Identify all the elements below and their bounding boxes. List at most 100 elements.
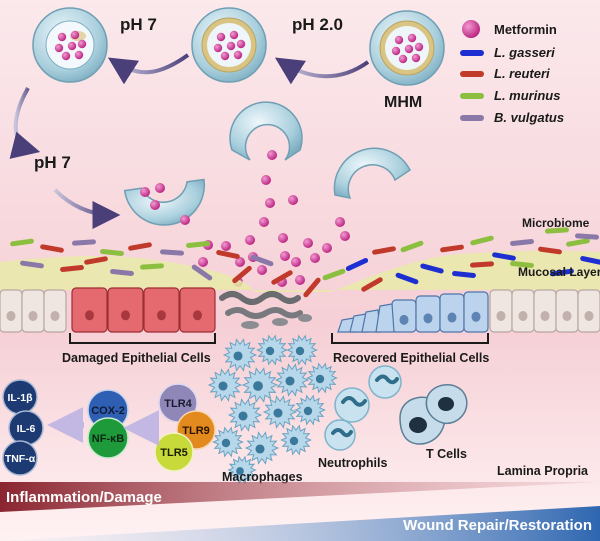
metformin-dot — [278, 233, 288, 243]
bacteria-rod — [575, 233, 599, 240]
metformin-dot — [288, 195, 298, 205]
macrophage — [241, 367, 279, 403]
metformin-dot — [180, 215, 190, 225]
tlr9-label: TLR9 — [182, 425, 210, 437]
metformin-dot — [198, 257, 208, 267]
epithelial-cell — [0, 289, 23, 333]
macrophage — [212, 426, 244, 458]
metformin-dot — [233, 50, 243, 60]
bacteria-rod — [361, 277, 383, 292]
metformin-dot — [221, 241, 231, 251]
microbiome-label: Microbiome — [522, 216, 590, 230]
metformin-dot — [340, 231, 350, 241]
bacteria-rod — [510, 239, 534, 246]
bacteria-rod — [372, 246, 396, 255]
metformin-dot — [303, 238, 313, 248]
inflammation-label: Inflammation/Damage — [6, 489, 162, 506]
epithelial-cell — [391, 299, 417, 333]
bacteria-rod — [128, 242, 152, 251]
arrow-ph7-down — [9, 87, 41, 159]
bacteria-rod — [60, 265, 84, 272]
macrophage — [286, 334, 318, 366]
macrophage — [294, 394, 326, 426]
epithelial-cell — [143, 287, 180, 333]
mucosal-layer — [0, 250, 600, 292]
macrophage — [227, 398, 263, 432]
metformin-dot — [74, 50, 84, 60]
macrophage — [274, 363, 310, 397]
metformin-dot — [216, 32, 226, 42]
metformin-dot — [335, 217, 345, 227]
metformin-dot — [229, 30, 239, 40]
inflammation-banner — [0, 482, 600, 512]
l-reuteri-rod-icon — [460, 71, 484, 77]
metformin-dot — [226, 41, 236, 51]
metformin-dot — [150, 200, 160, 210]
bacteria-rod — [100, 249, 124, 256]
metformin-dot — [245, 235, 255, 245]
epithelial-cell — [489, 289, 513, 333]
macrophage — [256, 334, 288, 366]
macrophage — [244, 431, 280, 465]
arrow-ph2-to-ph7 — [107, 53, 190, 85]
metformin-dot — [391, 46, 401, 56]
bacteria-rod — [40, 244, 64, 253]
epithelial-cell — [577, 289, 600, 333]
legend-metformin: Metformin — [494, 22, 557, 37]
metformin-dot — [398, 54, 408, 64]
metformin-dot — [261, 175, 271, 185]
epithelial-cell — [179, 287, 216, 333]
bacteria-rod — [20, 260, 44, 269]
tlr5-label: TLR5 — [160, 447, 188, 459]
metformin-dot — [414, 42, 424, 52]
metformin-dot — [57, 32, 67, 42]
legend-l-reuteri: L. reuteri — [494, 66, 550, 81]
metformin-dot — [259, 217, 269, 227]
bacteria-rod — [440, 244, 464, 253]
epithelial-cell — [21, 289, 45, 333]
metformin-dot — [77, 39, 87, 49]
lamina-propria-label: Lamina Propria — [497, 464, 589, 478]
ph7-left-label: pH 7 — [120, 15, 157, 34]
b-vulgatus-rod-icon — [460, 115, 484, 121]
epithelial-cell — [463, 291, 489, 333]
repair-banner — [0, 506, 600, 541]
epithelial-cell — [107, 287, 144, 333]
bacteria-rod — [580, 256, 600, 265]
bacteria-rod — [322, 268, 346, 281]
epithelial-cell — [415, 295, 441, 333]
epithelial-cell — [555, 289, 579, 333]
bacteria-rod — [110, 269, 134, 276]
capsule-metformin-dots — [54, 30, 424, 64]
bacteria-rod — [345, 257, 369, 272]
tnfa-label: TNF-α — [5, 453, 36, 465]
t-cell-group — [399, 384, 468, 445]
bacteria-rod — [538, 246, 562, 255]
bacteria-rod — [400, 240, 424, 253]
macrophage — [227, 455, 257, 485]
bacteria-rod — [271, 270, 293, 285]
metformin-dot — [280, 251, 290, 261]
metformin-dot-icon — [462, 20, 480, 38]
bacteria-rod — [186, 241, 210, 248]
nfkb-label: NF-κB — [92, 433, 124, 445]
ph2-label: pH 2.0 — [292, 15, 343, 34]
damage-debris — [219, 291, 312, 329]
neutrophils-label: Neutrophils — [318, 456, 387, 470]
il6-label: IL-6 — [17, 423, 36, 435]
legend-b-vulgatus: B. vulgatus — [494, 110, 564, 125]
legend-l-murinus: L. murinus — [494, 88, 560, 103]
macrophage — [222, 338, 258, 372]
epithelial-cell — [439, 293, 465, 333]
bacteria-rod — [84, 256, 108, 265]
il1b-label: IL-1β — [7, 392, 33, 404]
bacteria-rod — [470, 261, 494, 268]
metformin-dot — [257, 265, 267, 275]
bacteria-rod — [420, 263, 444, 274]
l-murinus-rod-icon — [460, 93, 484, 99]
l-gasseri-rod-icon — [460, 50, 484, 56]
metformin-dot — [407, 33, 417, 43]
tlr4-label: TLR4 — [164, 398, 192, 410]
bacteria-rod — [510, 261, 534, 268]
